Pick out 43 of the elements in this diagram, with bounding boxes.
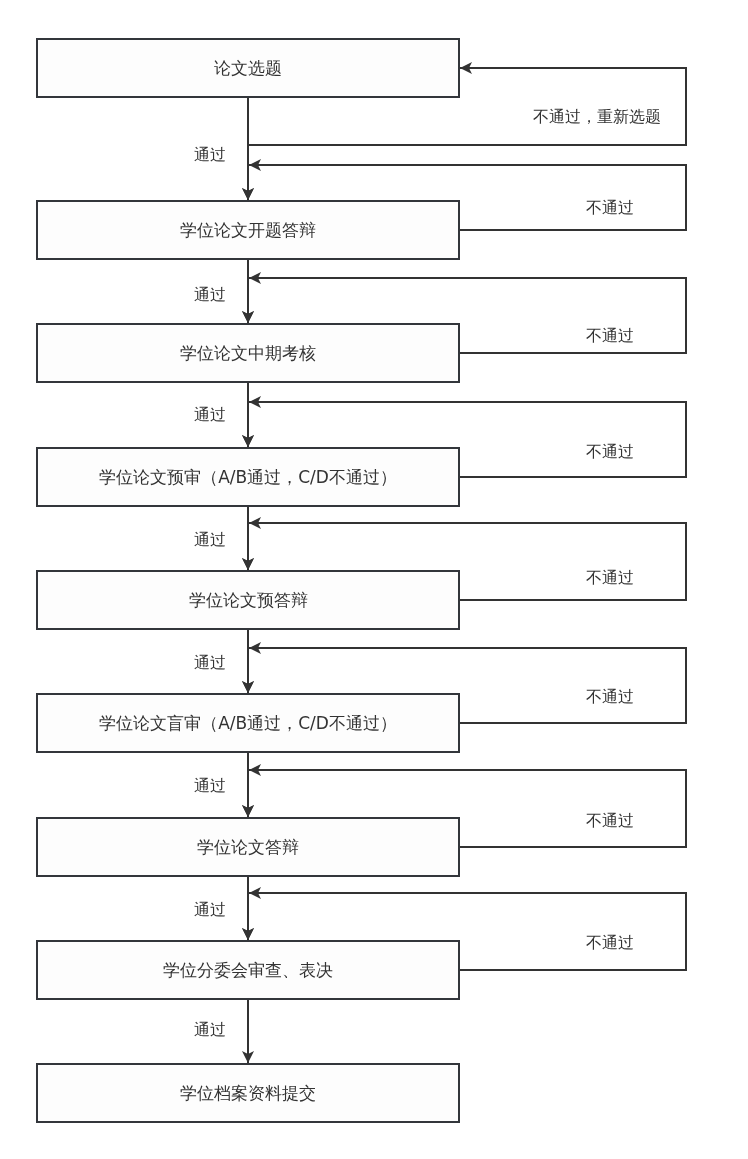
process-box [36, 693, 460, 753]
arrow [242, 999, 254, 1064]
feedback-arrow [242, 887, 687, 971]
step-label: 论文选题 [214, 56, 282, 80]
feedback-arrow [242, 272, 687, 354]
step-label: 学位论文中期考核 [180, 341, 316, 365]
feedback-arrow [242, 396, 687, 478]
edge-label: 不通过，重新选题 [531, 107, 663, 127]
process-box [36, 570, 460, 630]
process-box [36, 940, 460, 1000]
step-label: 学位论文预审（A/B通过，C/D不通过） [99, 465, 397, 489]
step-label: 学位论文预答辩 [188, 588, 308, 612]
process-box [36, 1063, 460, 1123]
edge-label: 不通过 [584, 326, 636, 346]
feedback-arrow [242, 642, 687, 724]
process-box [36, 447, 460, 507]
edge-label: 通过 [192, 776, 228, 796]
process-box [36, 817, 460, 877]
step-label: 学位论文盲审（A/B通过，C/D不通过） [99, 711, 397, 735]
feedback-arrow [242, 159, 687, 231]
edge-label: 不通过 [584, 198, 636, 218]
step-label: 学位论文答辩 [197, 835, 299, 859]
process-box [36, 200, 460, 260]
edge-label: 通过 [192, 900, 228, 920]
edge-label: 通过 [192, 145, 228, 165]
edge-label: 不通过 [584, 442, 636, 462]
step-label: 学位论文开题答辩 [180, 218, 316, 242]
feedback-arrow [247, 62, 687, 146]
edge-label: 不通过 [584, 933, 636, 953]
edge-label: 通过 [192, 285, 228, 305]
edge-label: 通过 [192, 405, 228, 425]
edge-label: 不通过 [584, 687, 636, 707]
edge-label: 不通过 [584, 568, 636, 588]
step-label: 学位分委会审查、表决 [163, 958, 333, 982]
process-box [36, 323, 460, 383]
edge-label: 通过 [192, 653, 228, 673]
edge-label: 通过 [192, 1020, 228, 1040]
feedback-arrow [242, 517, 687, 601]
edge-label: 通过 [192, 530, 228, 550]
step-label: 学位档案资料提交 [180, 1081, 316, 1105]
feedback-arrow [242, 764, 687, 848]
process-box [36, 38, 460, 98]
edge-label: 不通过 [584, 811, 636, 831]
